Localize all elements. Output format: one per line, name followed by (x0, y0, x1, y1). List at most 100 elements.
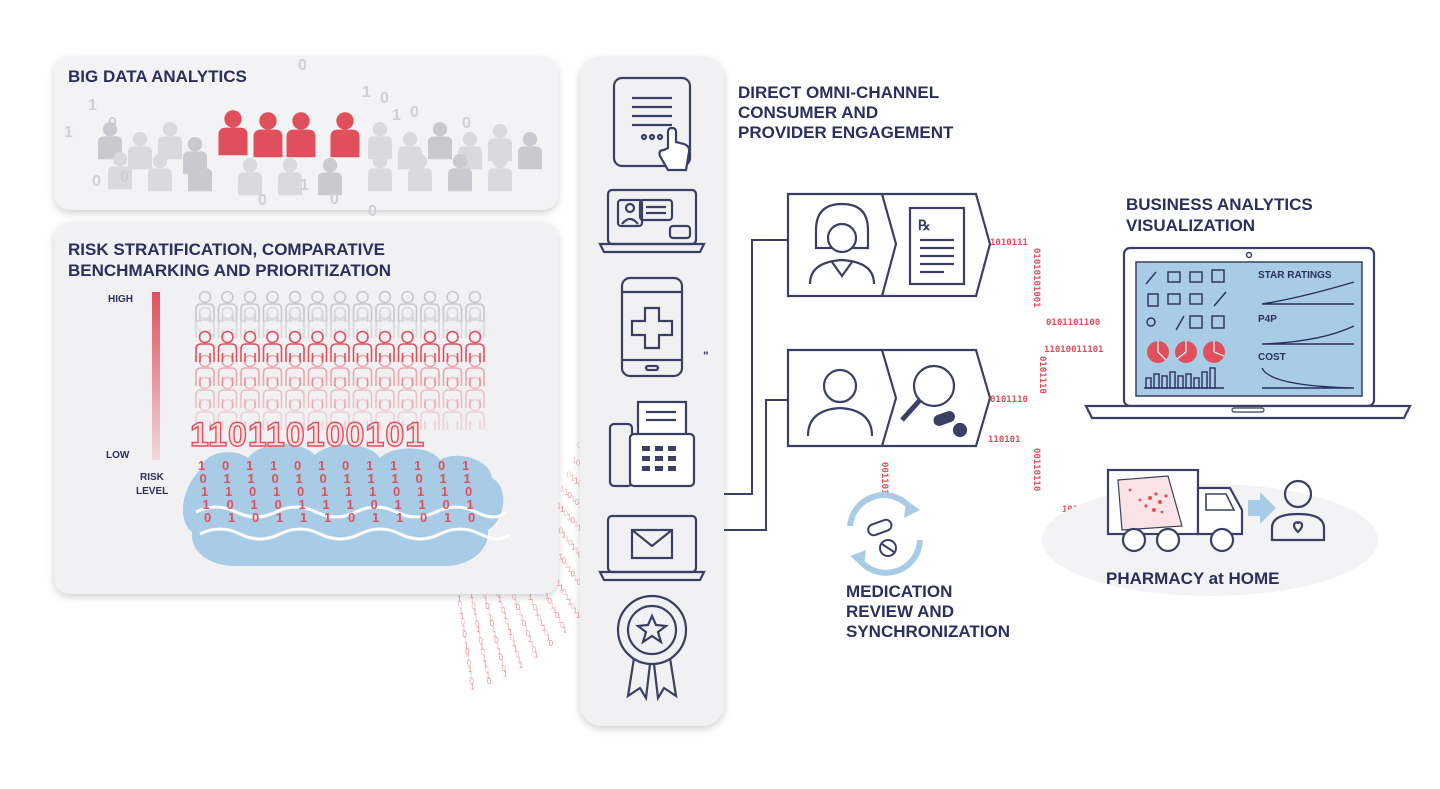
binary-streams: 1010111 01010101001 0101101100 110100111… (879, 238, 1104, 515)
risk-level-label-1: RISK (140, 472, 165, 483)
svg-text:1: 1 (88, 97, 97, 114)
rain-digit: 1 (299, 497, 306, 512)
arc-digit: 1 (565, 534, 570, 543)
arc-digit: 1 (459, 606, 464, 615)
arc-digit: 0 (481, 648, 486, 657)
arc-digit: 0 (544, 629, 549, 638)
rain-digit: 1 (270, 458, 277, 473)
risk-title-line2: BENCHMARKING AND PRIORITIZATION (68, 261, 391, 280)
arc-digit: 1 (493, 630, 498, 639)
rain-digit: 0 (420, 510, 427, 525)
stream-top: 1010111 (990, 238, 1028, 248)
arc-digit: 0 (526, 629, 531, 638)
delivery-arrow-icon (1248, 492, 1276, 524)
arc-digit: 0 (458, 601, 463, 610)
pharmacy-label: PHARMACY at HOME (1106, 569, 1279, 588)
svg-text:0: 0 (108, 115, 117, 132)
risk-binary-string: 110110100101 (190, 416, 425, 454)
fax-machine-icon (608, 400, 696, 488)
arc-digit: 1 (496, 642, 501, 651)
arc-digit: 1 (497, 647, 502, 656)
cloud-wave-2 (199, 527, 512, 541)
arc-digit: 1 (503, 670, 508, 679)
arc-digit: 1 (530, 598, 535, 607)
rain-digit: 1 (395, 497, 402, 512)
arc-digit: 1 (528, 593, 533, 602)
arc-digit: 0 (567, 471, 572, 480)
medication-line2: REVIEW AND (846, 602, 954, 621)
svg-text:0: 0 (410, 104, 419, 121)
arc-digit: 0 (560, 621, 565, 630)
arc-digit: 1 (470, 596, 475, 605)
arc-digit: 1 (574, 520, 579, 529)
arc-digit: 1 (570, 474, 575, 483)
rain-binary-streams: 1011001101110101010101011101110111011101… (198, 458, 475, 525)
pharmacist-review-block (786, 348, 992, 448)
channel-connectors (724, 239, 788, 531)
arc-digit: 0 (510, 634, 515, 643)
svg-text:1: 1 (64, 124, 73, 141)
rain-digit: 0 (438, 458, 445, 473)
rain-digit: 0 (222, 458, 229, 473)
big-data-title: BIG DATA ANALYTICS (68, 67, 247, 86)
arc-digit: 0 (465, 647, 470, 656)
rain-digit: 0 (320, 471, 327, 486)
tablet-touch-icon (612, 76, 692, 172)
magnifier-pills-icon (900, 364, 968, 438)
arc-digit: 1 (524, 624, 529, 633)
arc-digit: 1 (488, 613, 493, 622)
rain-digit: 0 (252, 510, 259, 525)
svg-text:0: 0 (380, 90, 389, 107)
rain-digit: 1 (464, 471, 471, 486)
rain-digit: 1 (203, 497, 210, 512)
award-ribbon-icon (616, 594, 688, 702)
arc-digit: 0 (471, 602, 476, 611)
analytics-icon-grid (1145, 269, 1227, 331)
cloud-wave-1 (195, 505, 508, 519)
channel-column: " (580, 56, 724, 726)
rain-digit: 1 (273, 484, 280, 499)
arc-digit: 0 (462, 630, 467, 639)
rain-digit: 1 (392, 471, 399, 486)
rain-digit: 1 (414, 458, 421, 473)
delivery-truck-icon (1106, 468, 1244, 553)
rain-digit: 1 (248, 471, 255, 486)
channel-column-bg (580, 56, 724, 726)
arc-digit: 0 (515, 650, 520, 659)
arc-digit: 1 (567, 513, 572, 522)
arc-digit: 0 (547, 597, 552, 606)
arc-digit: 1 (520, 614, 525, 623)
arc-digit: 1 (565, 593, 570, 602)
analytics-laptop: STAR RATINGS P4P COST (1084, 246, 1412, 420)
arc-digit: 1 (477, 631, 482, 640)
arc-digit: 0 (549, 639, 554, 648)
channel-mark: " (703, 349, 709, 363)
stream-lower-vertical: 00110110 (1031, 448, 1041, 491)
arc-digit: 0 (575, 498, 580, 507)
rain-digit: 1 (372, 510, 379, 525)
p4p-label: P4P (1258, 314, 1277, 325)
rain-digit: 1 (246, 458, 253, 473)
arc-digit: 1 (480, 642, 485, 651)
rain-digit: 1 (347, 497, 354, 512)
arc-digit: 0 (570, 516, 575, 525)
rain-digit: 0 (371, 497, 378, 512)
arc-digit: 0 (512, 592, 517, 601)
arc-digit: 0 (502, 664, 507, 673)
arc-digit: 1 (562, 530, 567, 539)
rain-digit: 0 (297, 484, 304, 499)
arc-digit: 1 (457, 595, 462, 604)
arc-digit: 1 (558, 616, 563, 625)
stream-lower: 110101 (988, 435, 1021, 445)
arc-digit: 0 (505, 617, 510, 626)
rain-digit: 1 (225, 484, 232, 499)
stream-medication: 001101 (879, 462, 889, 495)
arc-digit: 1 (482, 654, 487, 663)
arc-digit: 1 (464, 642, 469, 651)
arc-digit: 1 (513, 644, 518, 653)
arc-digit: 1 (512, 639, 517, 648)
arc-digit: 1 (577, 524, 582, 533)
arc-digit: 1 (463, 636, 468, 645)
